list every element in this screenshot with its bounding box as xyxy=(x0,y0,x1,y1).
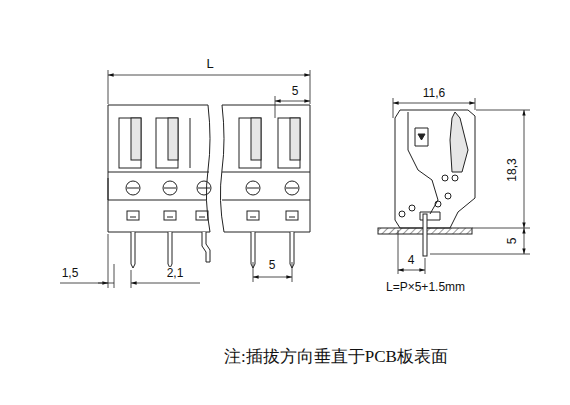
formula: L=P×5+1.5mm xyxy=(385,281,466,293)
terminal-unit xyxy=(156,118,178,268)
front-view xyxy=(108,105,310,268)
dimension-lines xyxy=(60,70,530,288)
dimension: 5 xyxy=(291,85,300,97)
dimension: 5 xyxy=(506,237,518,246)
dimension: L xyxy=(205,57,214,70)
dimension: 2,1 xyxy=(166,267,185,279)
dimension: 18,3 xyxy=(506,157,518,182)
dimension: 1,5 xyxy=(61,267,80,279)
note: 注:插拔方向垂直于PCB板表面 xyxy=(223,348,449,365)
dimension: 4 xyxy=(407,254,416,266)
terminal-unit xyxy=(190,118,211,262)
dimension: 5 xyxy=(268,259,277,271)
side-view xyxy=(378,110,475,256)
terminal-unit xyxy=(278,118,300,268)
terminal-unit xyxy=(119,118,141,268)
terminal-unit xyxy=(239,118,261,268)
dimension: 11,6 xyxy=(422,87,446,99)
